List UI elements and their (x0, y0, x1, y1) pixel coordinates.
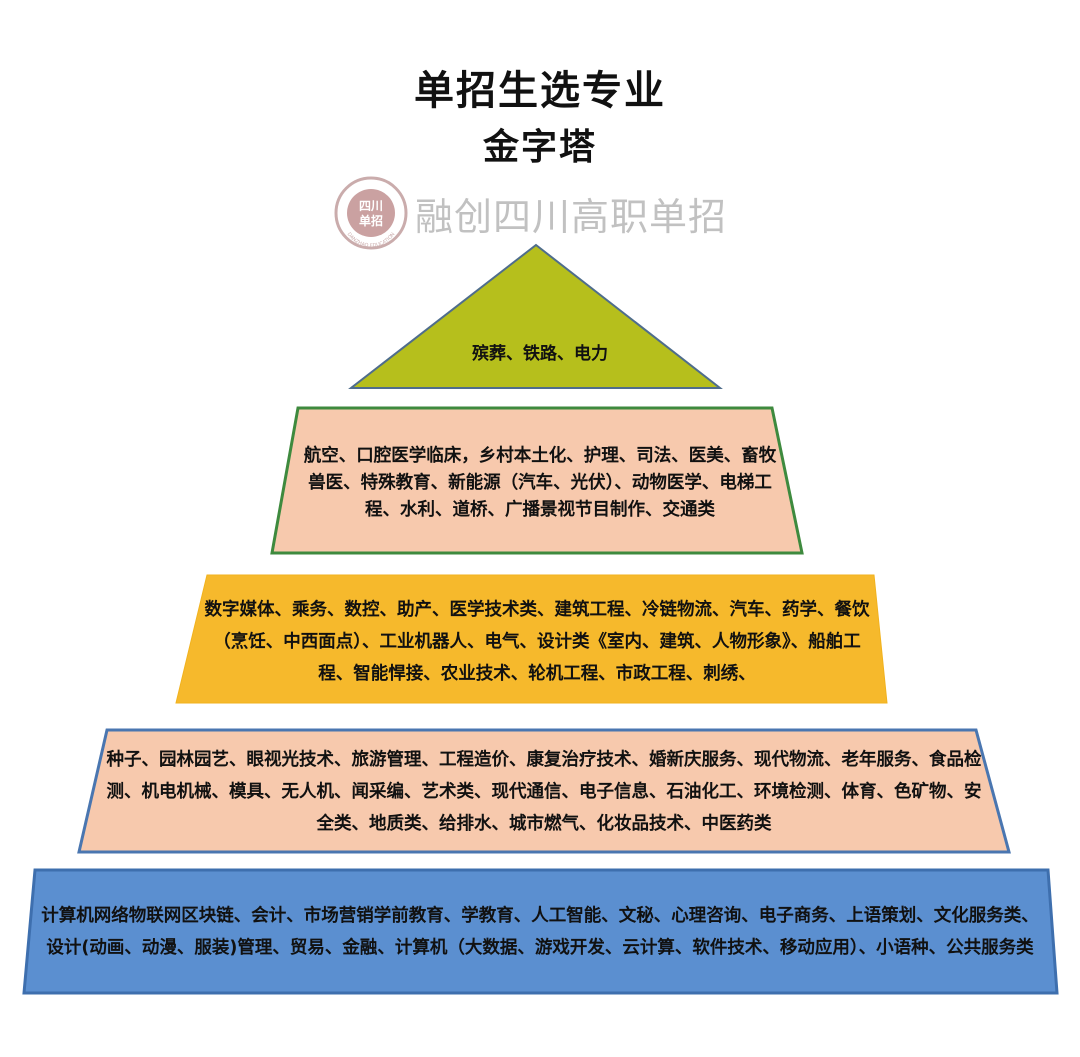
tier-3-text: 数字媒体、乘务、数控、助产、医学技术类、建筑工程、冷链物流、汽车、药学、餐饮（烹… (204, 600, 870, 684)
pyramid-base-tier (22, 868, 1059, 995)
pyramid-tier-2 (270, 406, 804, 555)
pyramid-apex-triangle (348, 243, 723, 389)
pyramid-tier-4 (77, 728, 1011, 854)
seal-bottom-text: 单招 (359, 213, 383, 228)
seal-top-text: 四川 (359, 199, 383, 213)
page-title: 单招生选专业 (414, 68, 666, 114)
pyramid-tier-3 (175, 574, 888, 704)
tier-4-text: 种子、园林园艺、眼视光技术、旅游管理、工程造价、康复治疗技术、婚新庆服务、现代物… (106, 750, 982, 834)
watermark-text: 融创四川高职单招 (415, 194, 728, 239)
tier-5-text: 计算机网络物联网区块链、会计、市场营销学前教育、学教育、人工智能、文秘、心理咨询… (41, 906, 1039, 958)
tier-1-text: 殡葬、铁路、电力 (472, 343, 608, 364)
watermark: 四川 单招 DANZHAO EDUCATION 融创四川高职单招 (333, 175, 727, 251)
page-subtitle: 金字塔 (482, 127, 597, 168)
tier-2-text: 航空、口腔医学临床，乡村本土化、护理、司法、医美、畜牧兽医、特殊教育、新能源（汽… (303, 445, 777, 520)
watermark-seal-icon: 四川 单招 DANZHAO EDUCATION (334, 176, 408, 250)
